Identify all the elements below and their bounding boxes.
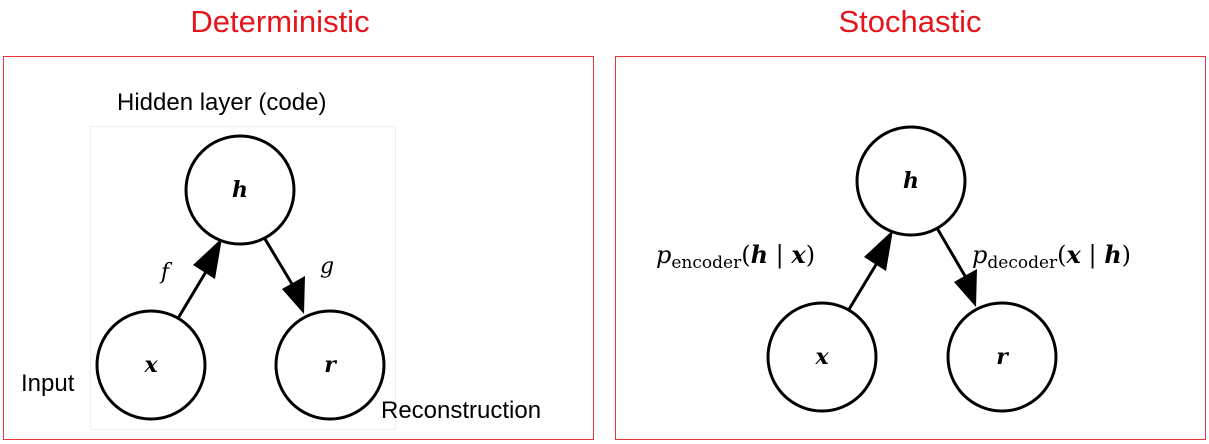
p-encoder-open: ( — [741, 241, 750, 269]
p-encoder-arg2: x — [790, 240, 806, 269]
p-encoder-bar: | — [768, 241, 791, 270]
node-h-label: h — [232, 177, 248, 203]
input-label: Input — [21, 370, 75, 397]
deterministic-graph: h x r f g — [95, 134, 386, 421]
node-r — [946, 301, 1058, 413]
deterministic-panel — [3, 56, 594, 440]
p-decoder-subscript: decoder — [987, 253, 1058, 273]
p-encoder-subscript: encoder — [671, 253, 742, 273]
node-x — [766, 301, 878, 413]
p-decoder-label: pdecoder(x | h) — [972, 240, 1131, 273]
arrowhead-encoder — [193, 238, 222, 279]
p-decoder-arg2: h — [1104, 240, 1121, 269]
node-x-label: x — [143, 352, 158, 378]
arrowhead-p-decoder — [954, 269, 977, 307]
edge-p-decoder — [935, 227, 967, 277]
edge-decoder-g — [260, 233, 294, 285]
node-x-label: x — [814, 344, 829, 370]
hidden-layer-label: Hidden layer (code) — [117, 89, 327, 116]
stochastic-panel — [615, 56, 1206, 440]
node-r-label: r — [324, 352, 337, 378]
node-r — [274, 309, 386, 421]
p-encoder-label: pencoder(h | x) — [656, 240, 815, 273]
arrowhead-decoder — [282, 276, 305, 314]
p-decoder-open: ( — [1057, 241, 1066, 269]
p-decoder-close: ) — [1122, 241, 1131, 269]
edge-encoder-f — [175, 269, 209, 321]
node-h — [855, 125, 967, 237]
node-h — [184, 134, 296, 246]
deterministic-title: Deterministic — [190, 4, 370, 39]
p-decoder-bar: | — [1081, 241, 1104, 270]
arrowhead-p-encoder — [864, 230, 893, 271]
node-x — [95, 309, 207, 421]
p-decoder-arg1: x — [1066, 240, 1082, 269]
stochastic-graph: h x r pencoder(h | x) pdecoder(x | h) — [656, 125, 1131, 413]
p-encoder-close: ) — [806, 241, 815, 269]
edge-label-f: f — [159, 260, 173, 285]
stochastic-title: Stochastic — [838, 4, 982, 39]
deterministic-inner-frame — [90, 126, 396, 430]
edge-label-g: g — [320, 254, 334, 279]
node-r-label: r — [996, 344, 1009, 370]
p-decoder-p: p — [972, 241, 987, 269]
p-encoder-arg1: h — [751, 240, 768, 269]
node-h-label: h — [903, 168, 919, 194]
reconstruction-label: Reconstruction — [381, 397, 542, 424]
edge-p-encoder — [846, 262, 879, 312]
p-encoder-p: p — [656, 241, 671, 269]
